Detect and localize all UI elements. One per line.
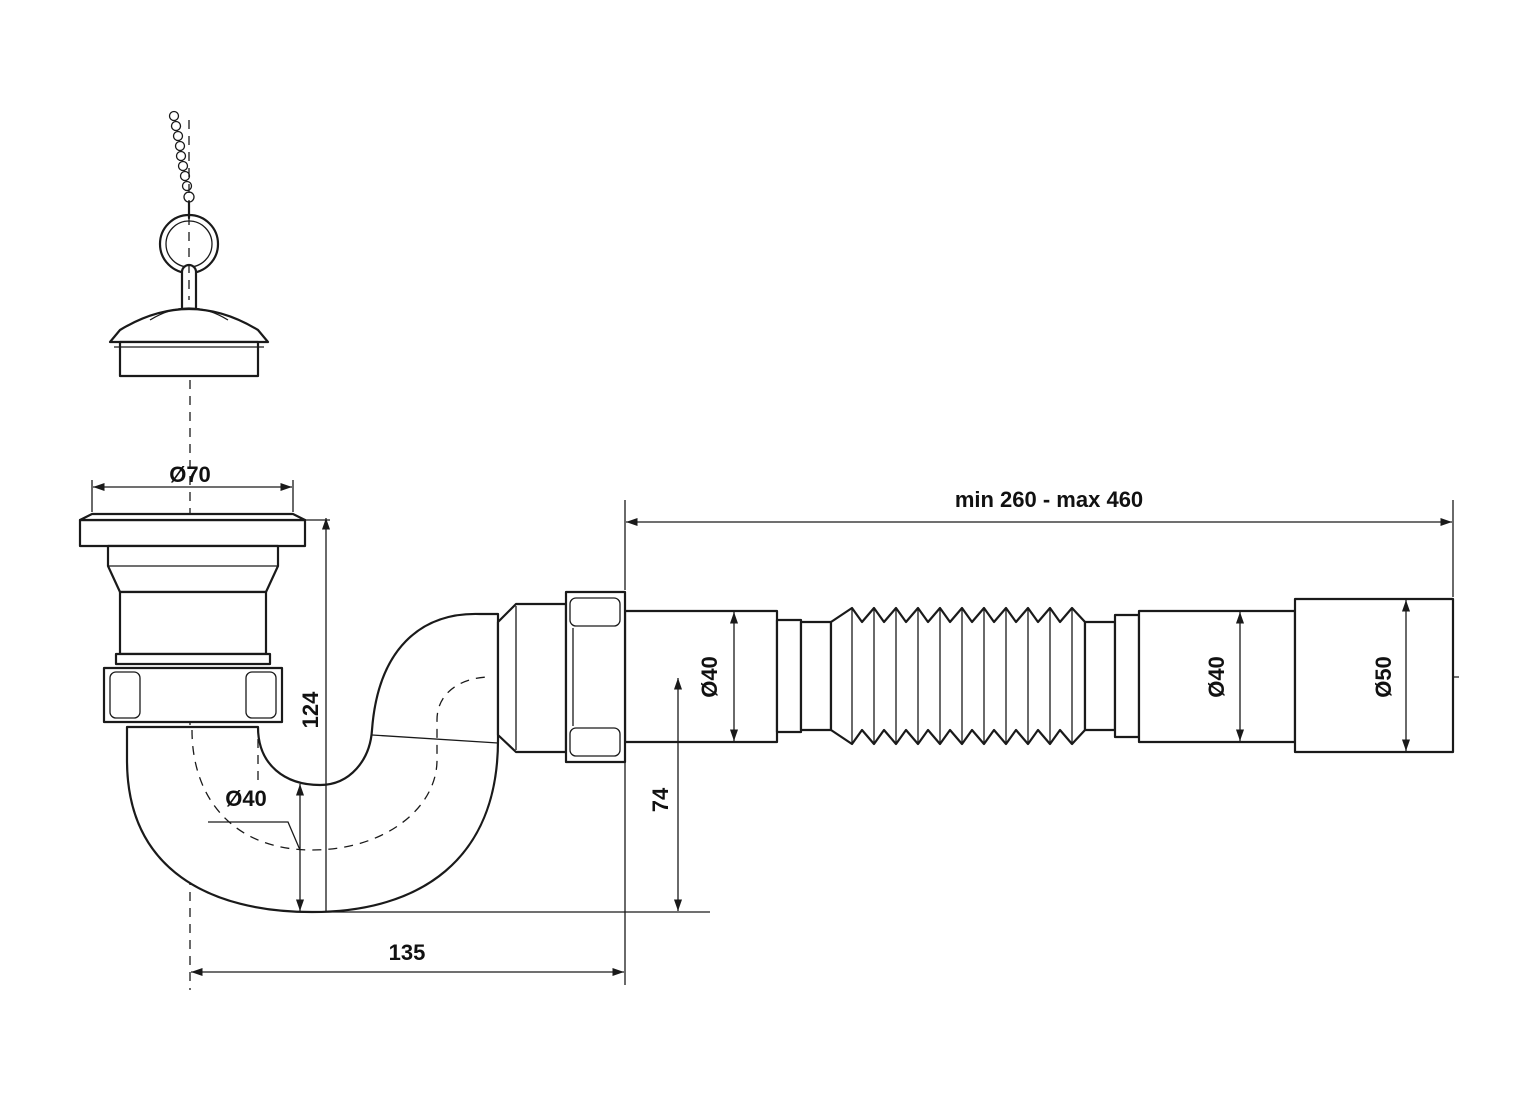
horizontal-offset-label: 135 <box>389 940 426 965</box>
hose-inlet-diameter-label: Ø40 <box>697 656 722 698</box>
outlet-height-label: 74 <box>648 787 673 812</box>
hose-middle-sleeve <box>1137 609 1297 744</box>
hose-outlet-socket <box>1293 597 1455 754</box>
dimension-trap-height: 124 <box>298 518 331 912</box>
hose-middle-diameter-label: Ø40 <box>1204 656 1229 698</box>
bead-chain <box>168 110 195 220</box>
dimension-hose-middle-diameter: Ø40 <box>1204 612 1245 741</box>
hose-inlet-sleeve <box>623 609 779 744</box>
grate-flange <box>78 518 307 548</box>
corrugated-section <box>829 606 1087 746</box>
trap-connector <box>496 602 568 754</box>
trap-height-label: 124 <box>298 691 323 728</box>
dimension-trap-tube-diameter: Ø40 <box>208 784 305 911</box>
drain-nut <box>102 666 284 724</box>
plug-cap <box>108 308 270 344</box>
dimension-outlet-height: 74 <box>648 678 683 911</box>
flexible-hose <box>623 597 1455 754</box>
dimension-grate-diameter: Ø70 <box>91 462 294 512</box>
grate-diameter-label: Ø70 <box>169 462 211 487</box>
bottle-trap <box>125 590 627 914</box>
s-bend-pipe <box>125 612 500 914</box>
dimension-hose-length: min 260 - max 460 <box>624 487 1454 597</box>
outlet-diameter-label: Ø50 <box>1371 656 1396 698</box>
plug-body <box>118 340 260 378</box>
drain-body <box>118 590 268 656</box>
dimension-outlet-diameter: Ø50 <box>1371 600 1411 751</box>
drain-plug-with-chain <box>108 110 270 378</box>
union-nut <box>564 590 627 764</box>
trap-tube-diameter-label: Ø40 <box>225 786 267 811</box>
drain-outlet <box>78 512 307 724</box>
dimension-horizontal-offset: 135 <box>191 762 626 985</box>
hose-length-label: min 260 - max 460 <box>955 487 1143 512</box>
dimension-hose-inlet-diameter: Ø40 <box>697 612 739 741</box>
